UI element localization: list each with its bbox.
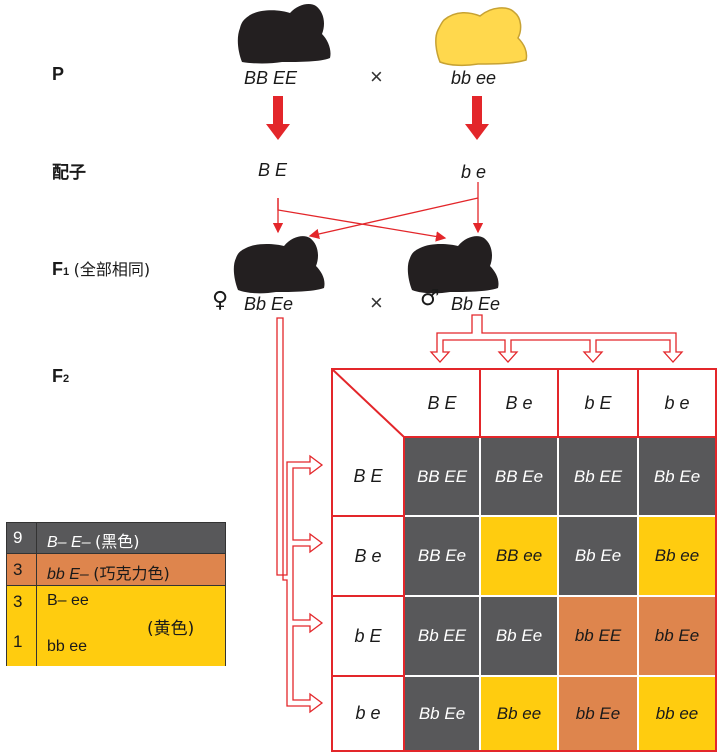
- punnett-cell-r2-c1: BB Ee: [405, 517, 479, 595]
- f1-female-genotype: Bb Ee: [244, 294, 294, 314]
- row-header-4: b e: [355, 703, 381, 723]
- generation-f1-label: F1 (全部相同): [52, 256, 150, 280]
- col-header-1: B E: [427, 392, 457, 413]
- f1-cross-symbol: ×: [370, 290, 383, 315]
- legend-yellow-count-a: 3: [13, 592, 23, 611]
- legend-yellow-count-b: 1: [13, 632, 23, 651]
- f2-subscript: 2: [63, 373, 70, 385]
- punnett-cell-r3-c4: bb Ee: [639, 597, 715, 675]
- female-gamete-distribution-arrows: [276, 317, 324, 714]
- parent-black-genotype: BB EE: [244, 68, 298, 88]
- punnett-cell-r2-c2: BB ee: [481, 517, 557, 595]
- legend-black-count: 9: [13, 528, 23, 547]
- parent-yellow-genotype: bb ee: [451, 68, 497, 88]
- punnett-cell-r4-c3: bb Ee: [559, 677, 637, 750]
- punnett-cell-r2-c3: Bb Ee: [559, 517, 637, 595]
- punnett-cell-r4-c1: Bb Ee: [405, 677, 479, 750]
- punnett-cell-r1-c1: BB EE: [405, 438, 479, 515]
- yellow-dog-parent-icon: [435, 7, 528, 67]
- black-dog-f1-male-icon: [407, 236, 499, 294]
- punnett-cell-r3-c3: bb EE: [559, 597, 637, 675]
- col-header-4: b e: [664, 392, 690, 413]
- arrow-p-to-gamete-right: [465, 96, 489, 140]
- punnett-cell-r2-c4: Bb ee: [639, 517, 715, 595]
- f1-letter: F: [52, 259, 63, 279]
- arrow-p-to-gamete-left: [266, 96, 290, 140]
- punnett-cell-r4-c2: Bb ee: [481, 677, 557, 750]
- punnett-cell-r3-c1: Bb EE: [405, 597, 479, 675]
- male-symbol-icon: ♂: [420, 286, 440, 311]
- black-dog-parent-icon: [237, 4, 331, 64]
- row-header-2: B e: [354, 545, 382, 566]
- punnett-grid-lines: [331, 368, 717, 752]
- legend-yellow-phenotype: (黄色): [147, 619, 195, 639]
- legend-black-genotype: B– E–: [47, 534, 91, 551]
- legend-chocolate-genotype: bb E–: [47, 566, 89, 583]
- phenotype-legend: 9 B– E– (黑色) 3 bb E– (巧克力色) 3 B– ee 1 bb…: [6, 522, 226, 666]
- generation-gametes-label: 配子: [52, 163, 86, 183]
- cross-arrows-gametes-to-f1: [272, 182, 484, 242]
- gamete-left: B E: [258, 160, 288, 180]
- legend-row-black: 9 B– E– (黑色): [7, 523, 225, 553]
- legend-yellow-genotype-b: bb ee: [47, 638, 88, 655]
- male-gamete-distribution-arrows: [429, 314, 684, 363]
- legend-chocolate-phenotype: (巧克力色): [93, 564, 170, 583]
- punnett-cell-r3-c2: Bb Ee: [481, 597, 557, 675]
- legend-black-phenotype: (黑色): [95, 532, 140, 551]
- f1-male-genotype: Bb Ee: [451, 294, 501, 314]
- col-header-3: b E: [584, 392, 612, 413]
- black-dog-f1-female-icon: [233, 236, 325, 294]
- col-header-2: B e: [505, 392, 533, 413]
- legend-row-chocolate: 3 bb E– (巧克力色): [7, 553, 225, 586]
- legend-chocolate-count: 3: [13, 560, 23, 579]
- f1-subscript: 1: [63, 266, 70, 278]
- legend-yellow-genotype-a: B– ee: [47, 592, 89, 609]
- f1-note: (全部相同): [73, 260, 151, 279]
- generation-f2-label: F2: [52, 366, 69, 387]
- f2-letter: F: [52, 366, 63, 386]
- punnett-cell-r4-c4: bb ee: [639, 677, 715, 750]
- legend-number-divider: [36, 522, 37, 666]
- punnett-cell-r1-c4: Bb Ee: [639, 438, 715, 515]
- gamete-right: b e: [461, 162, 487, 182]
- punnett-cell-r1-c3: Bb EE: [559, 438, 637, 515]
- punnett-cell-r1-c2: BB Ee: [481, 438, 557, 515]
- row-header-1: B E: [353, 466, 383, 486]
- parent-cross-symbol: ×: [370, 64, 383, 89]
- female-symbol-icon: ♀: [212, 288, 229, 313]
- generation-p-label: P: [52, 64, 65, 84]
- row-header-3: b E: [354, 625, 382, 646]
- legend-row-yellow: 3 B– ee 1 bb ee (黄色): [7, 585, 225, 666]
